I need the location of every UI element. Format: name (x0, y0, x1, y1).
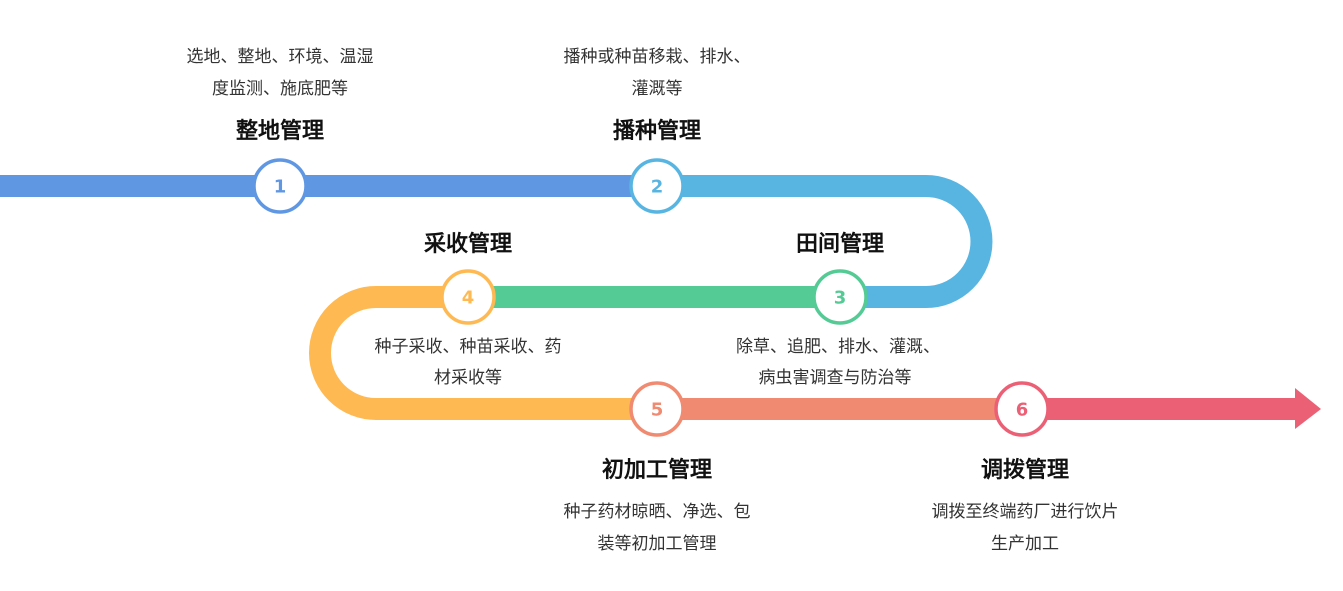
step-4-title: 采收管理 (424, 231, 512, 257)
band-step2 (657, 175, 993, 308)
band-step3 (468, 286, 840, 308)
step-6-title: 调拨管理 (981, 457, 1069, 483)
step-4-desc-line1: 种子采收、种苗采收、药 (375, 337, 562, 357)
step-marker-3: 3 (812, 269, 868, 325)
svg-text:5: 5 (651, 400, 664, 421)
step-6-desc-line2: 生产加工 (991, 534, 1059, 554)
svg-text:2: 2 (651, 177, 664, 198)
step-2-title: 播种管理 (613, 118, 701, 144)
arrow-head-icon (1295, 388, 1321, 429)
step-2-desc-line2: 灌溉等 (632, 79, 683, 99)
step-5-desc-line1: 种子药材晾晒、净选、包 (564, 502, 751, 522)
svg-text:4: 4 (462, 288, 475, 309)
step-3-desc-line1: 除草、追肥、排水、灌溉、 (736, 337, 940, 357)
step-6-desc-line1: 调拨至终端药厂进行饮片 (932, 502, 1119, 522)
step-marker-6: 6 (994, 381, 1050, 437)
step-4-desc-line2: 材采收等 (434, 368, 502, 388)
step-marker-1: 1 (252, 158, 308, 214)
step-5-desc-line2: 装等初加工管理 (598, 534, 717, 554)
step-marker-2: 2 (629, 158, 685, 214)
step-1-desc-line2: 度监测、施底肥等 (212, 79, 348, 99)
svg-text:6: 6 (1016, 400, 1029, 421)
step-3-title: 田间管理 (796, 231, 884, 257)
band-step5 (657, 398, 1022, 420)
step-1-title: 整地管理 (236, 118, 324, 144)
band-step1 (0, 175, 660, 197)
step-marker-5: 5 (629, 381, 685, 437)
step-3-desc-line2: 病虫害调查与防治等 (759, 368, 912, 388)
svg-text:1: 1 (274, 177, 287, 198)
step-5-title: 初加工管理 (602, 457, 712, 483)
band-step6 (1022, 398, 1296, 420)
step-1-desc-line1: 选地、整地、环境、温湿 (187, 47, 374, 67)
band-step4 (309, 286, 657, 420)
step-2-desc-line1: 播种或种苗移栽、排水、 (564, 47, 751, 67)
svg-text:3: 3 (834, 288, 847, 309)
step-marker-4: 4 (440, 269, 496, 325)
